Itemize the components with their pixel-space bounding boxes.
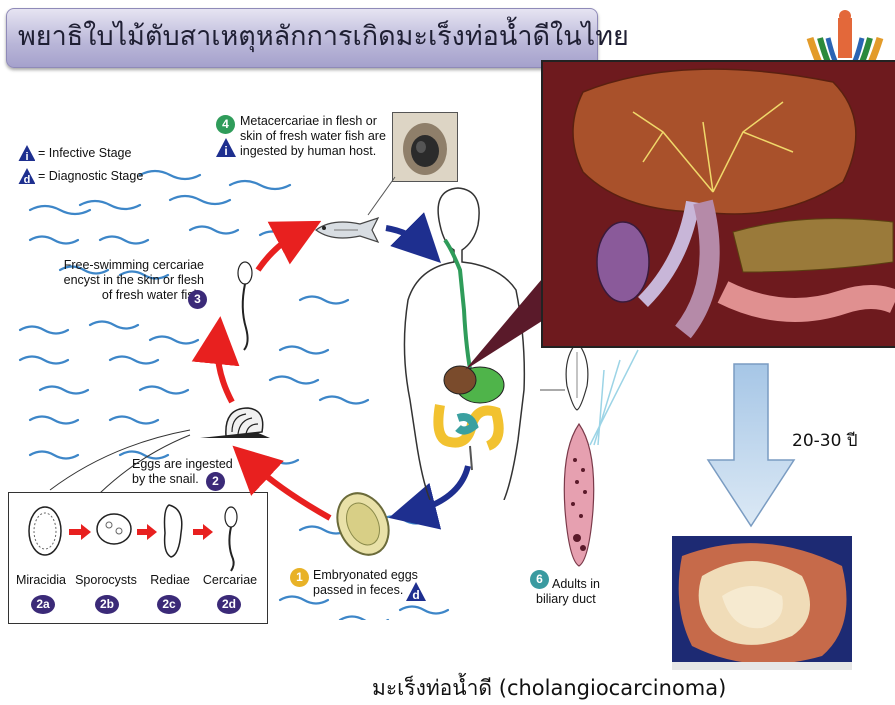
progression-arrow: [706, 362, 796, 530]
liver-anatomy-panel: [541, 60, 895, 348]
caption: มะเร็งท่อน้ำดี (cholangiocarcinoma): [372, 672, 726, 705]
stage-6-badge: 6: [530, 570, 549, 589]
stage-6-text-2: biliary duct: [536, 592, 596, 607]
cholangiocarcinoma-specimen: [672, 536, 852, 670]
years-label: 20-30 ปี: [792, 427, 858, 454]
stage-6-line-2: biliary duct: [536, 592, 596, 607]
fluke-pointer-lines: [520, 340, 640, 450]
stage-6-line-1: Adults in: [552, 577, 600, 592]
stage-6-text: Adults in: [552, 577, 600, 592]
